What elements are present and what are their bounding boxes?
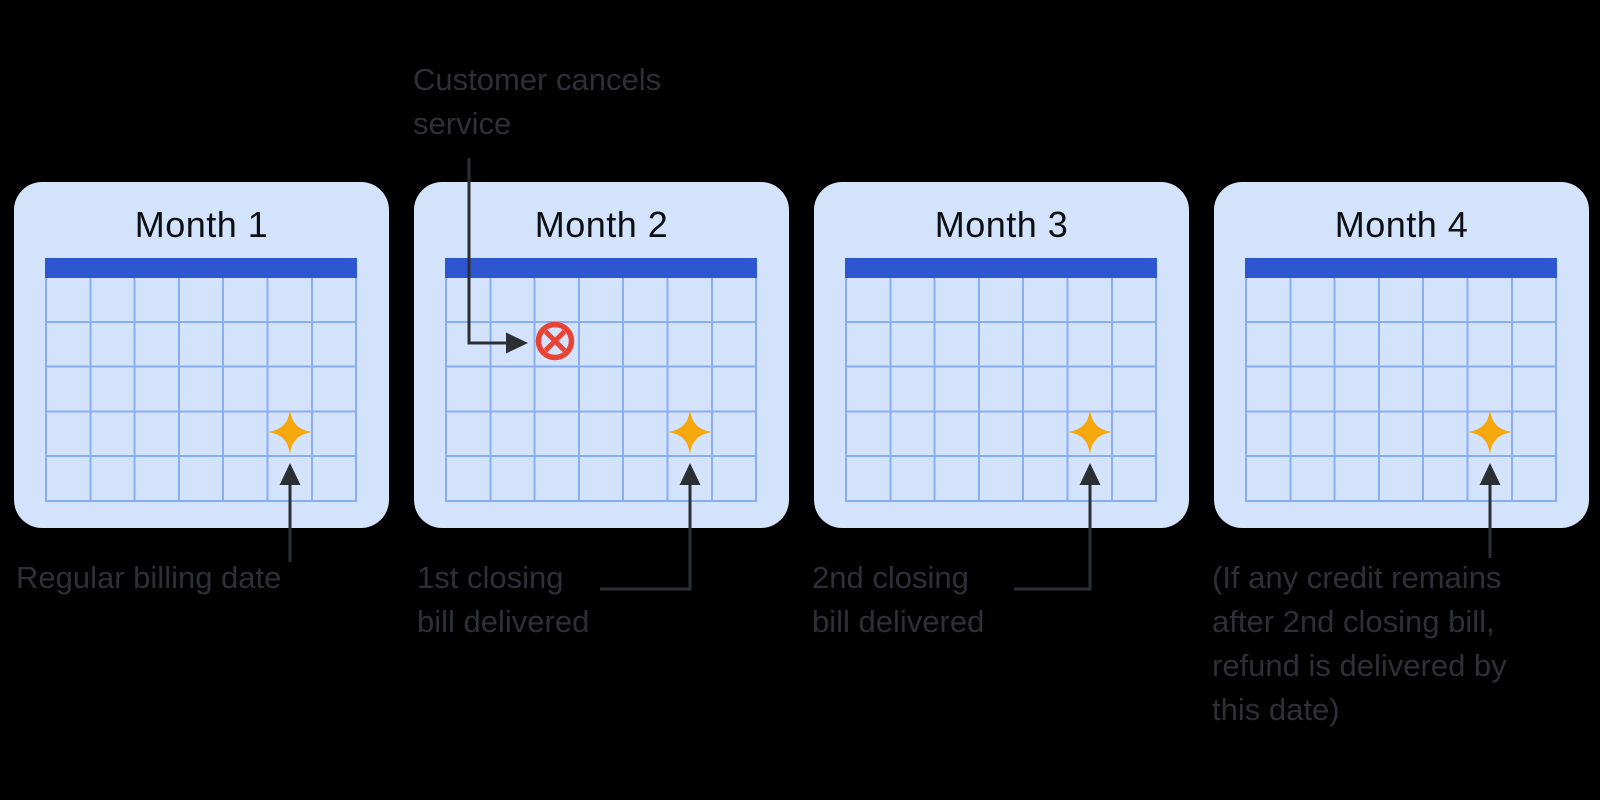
billing-date-star-icon bbox=[268, 410, 312, 454]
calendar-header-bar bbox=[845, 258, 1157, 278]
calendar-grid bbox=[45, 278, 357, 502]
month-card-1: Month 1 bbox=[14, 182, 389, 528]
cancel-circle-x-icon bbox=[535, 321, 575, 361]
month2-label-arrow bbox=[600, 463, 701, 591]
month-title: Month 4 bbox=[1334, 204, 1469, 245]
month-card-4: Month 4 bbox=[1214, 182, 1589, 528]
calendar-grid bbox=[445, 278, 757, 502]
cancel-annotation-text: Customer cancels service bbox=[413, 62, 662, 141]
month-title: Month 1 bbox=[134, 204, 269, 245]
month-title: Month 2 bbox=[534, 204, 669, 245]
month-card-2: Month 2 bbox=[414, 182, 789, 528]
calendar-header-bar bbox=[45, 258, 357, 278]
cancel-annotation-arrow bbox=[467, 158, 528, 354]
month4-label-arrow bbox=[1479, 463, 1501, 558]
billing-date-star-icon bbox=[1468, 410, 1512, 454]
calendar-header-bar bbox=[1245, 258, 1557, 278]
month2-label: 1st closing bill delivered bbox=[417, 560, 590, 639]
month4-label: (If any credit remains after 2nd closing… bbox=[1212, 560, 1507, 727]
calendar-header-bar bbox=[445, 258, 757, 278]
month-card-3: Month 3 bbox=[814, 182, 1189, 528]
billing-date-star-icon bbox=[668, 410, 712, 454]
month1-label: Regular billing date bbox=[16, 560, 282, 595]
calendar-grid bbox=[1245, 278, 1557, 502]
billing-date-star-icon bbox=[1068, 410, 1112, 454]
month1-label-arrow bbox=[279, 463, 301, 562]
calendar-grid bbox=[845, 278, 1157, 502]
month3-label-arrow bbox=[1014, 463, 1101, 591]
month3-label: 2nd closing bill delivered bbox=[812, 560, 985, 639]
month-title: Month 3 bbox=[934, 204, 1069, 245]
